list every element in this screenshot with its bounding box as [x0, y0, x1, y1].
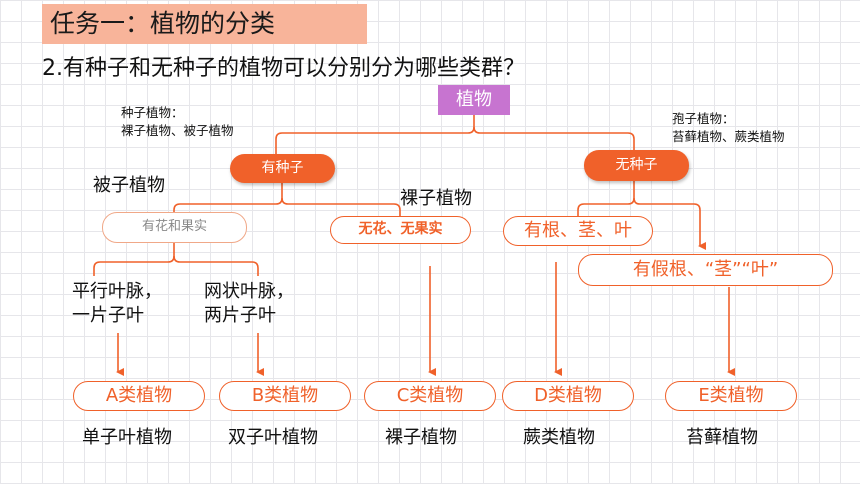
leaf-name-c: 裸子植物: [385, 427, 457, 448]
angiosperm-label: 被子植物: [93, 175, 165, 196]
spore-plants-note: 孢子植物： 苔藓植物、蕨类植物: [672, 110, 785, 146]
leaf-node-d: D类植物: [502, 381, 634, 411]
leaf-node-b: B类植物: [219, 381, 351, 411]
question-text: 2.有种子和无种子的植物可以分别分为哪些类群？: [42, 56, 525, 81]
root-node-plants: 植物: [438, 85, 510, 115]
leaf-name-a: 单子叶植物: [82, 427, 172, 448]
net-vein-line1: 网状叶脉，: [204, 281, 294, 302]
leaf-name-e: 苔藓植物: [686, 427, 758, 448]
no-flower-fruit-node: 无花、无果实: [330, 216, 471, 244]
net-vein-line2: 两片子叶: [204, 305, 276, 326]
gymnosperm-label: 裸子植物: [400, 188, 472, 209]
leaf-node-c: C类植物: [364, 381, 496, 411]
root-stem-leaf-node: 有根、茎、叶: [503, 216, 653, 246]
parallel-vein-text: 平行叶脉， 一片子叶: [72, 280, 162, 328]
seed-note-line1: 种子植物：: [121, 105, 184, 120]
has-seed-node: 有种子: [230, 154, 335, 183]
seed-plants-note: 种子植物： 裸子植物、被子植物: [121, 104, 234, 140]
leaf-name-d: 蕨类植物: [523, 427, 595, 448]
net-vein-text: 网状叶脉， 两片子叶: [204, 280, 294, 328]
spore-note-line2: 苔藓植物、蕨类植物: [672, 129, 785, 144]
parallel-vein-line2: 一片子叶: [72, 305, 144, 326]
leaf-node-a: A类植物: [73, 381, 205, 411]
spore-note-line1: 孢子植物：: [672, 111, 735, 126]
false-root-node: 有假根、“茎”“叶”: [578, 254, 833, 286]
seed-note-line2: 裸子植物、被子植物: [121, 123, 234, 138]
no-seed-node: 无种子: [584, 150, 689, 181]
parallel-vein-line1: 平行叶脉，: [72, 281, 162, 302]
leaf-node-e: E类植物: [665, 381, 797, 411]
leaf-name-b: 双子叶植物: [228, 427, 318, 448]
page-title: 任务一：植物的分类: [42, 4, 367, 44]
flower-fruit-node: 有花和果实: [102, 212, 247, 243]
